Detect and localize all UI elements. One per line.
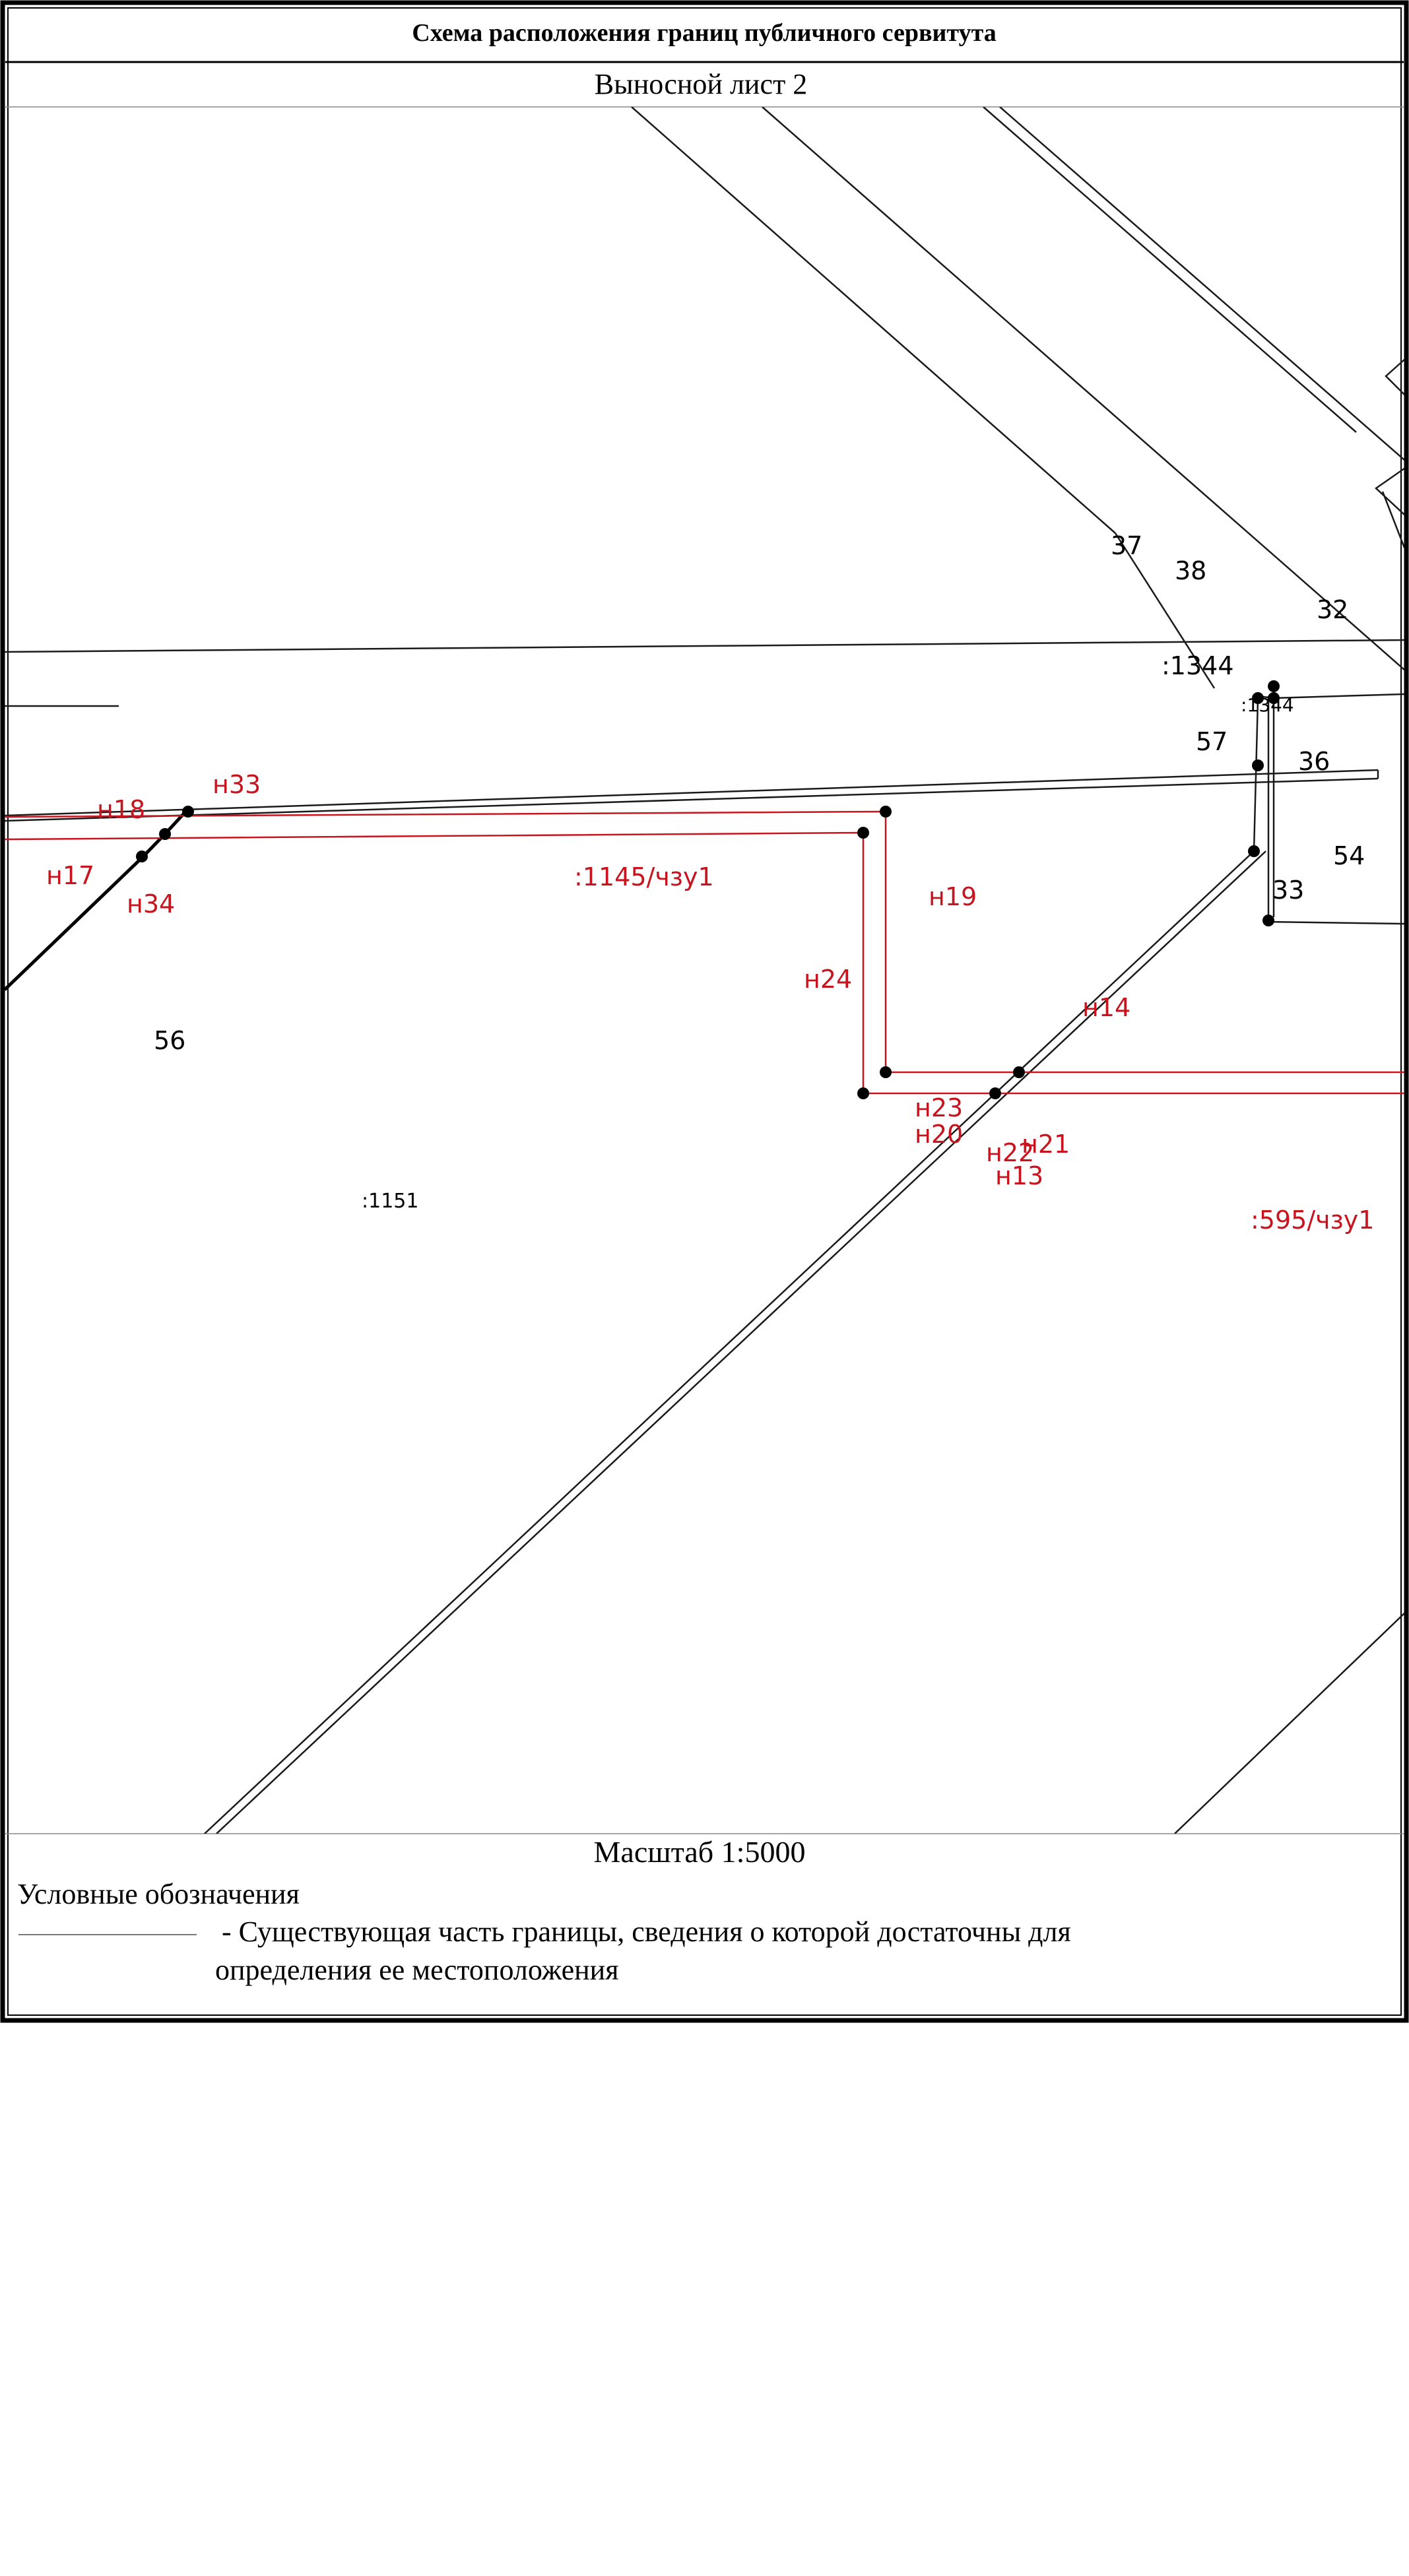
point-label: 38 bbox=[1175, 556, 1206, 585]
servitude-zone-label: :595/чзу1 bbox=[1251, 1206, 1374, 1235]
point-marker bbox=[1248, 845, 1260, 857]
point-label: н23 bbox=[915, 1093, 963, 1122]
parcel-label: :1151 bbox=[362, 1190, 418, 1213]
legend-item-description: - Существующая часть границы, сведения о… bbox=[222, 1916, 1071, 1948]
point-label: 33 bbox=[1272, 876, 1304, 905]
point-label: 57 bbox=[1196, 727, 1228, 756]
point-marker bbox=[1262, 915, 1274, 926]
point-label: 54 bbox=[1333, 841, 1365, 870]
point-label: н24 bbox=[804, 965, 852, 994]
point-marker bbox=[857, 1087, 869, 1099]
point-marker bbox=[182, 806, 194, 818]
parcel-number-label: 56 bbox=[154, 1026, 185, 1055]
point-marker bbox=[880, 1066, 892, 1078]
existing-boundaries bbox=[5, 107, 1404, 1834]
point-label: н19 bbox=[929, 882, 977, 911]
point-label: н14 bbox=[1082, 993, 1130, 1022]
point-label: н20 bbox=[915, 1120, 963, 1149]
point-marker bbox=[1252, 759, 1264, 771]
point-marker bbox=[1013, 1066, 1025, 1078]
map-scale: Масштаб 1:5000 bbox=[594, 1835, 806, 1869]
point-marker bbox=[136, 851, 148, 862]
point-marker bbox=[1252, 692, 1264, 704]
point-label: 36 bbox=[1298, 747, 1330, 776]
point-marker bbox=[989, 1087, 1001, 1099]
point-label: 37 bbox=[1111, 531, 1142, 560]
sheet-frame bbox=[0, 0, 1409, 2023]
existing-boundary-thick bbox=[5, 808, 189, 991]
point-marker bbox=[880, 806, 892, 818]
point-label: н33 bbox=[213, 770, 261, 799]
point-label: н18 bbox=[97, 795, 145, 824]
point-label: н13 bbox=[995, 1161, 1043, 1190]
page-title: Схема расположения границ публичного сер… bbox=[412, 19, 996, 47]
page-subtitle: Выносной лист 2 bbox=[595, 68, 807, 100]
point-label: 32 bbox=[1317, 595, 1348, 624]
point-label: н22 bbox=[986, 1138, 1034, 1167]
parcel-label: :1344 bbox=[1162, 651, 1234, 680]
boundary-points bbox=[136, 680, 1280, 1099]
point-label: н34 bbox=[127, 889, 175, 918]
point-marker bbox=[1268, 692, 1280, 704]
parcel-label: :1344 bbox=[1241, 694, 1294, 716]
point-marker bbox=[159, 828, 171, 840]
legend-item-description-continued: определения ее местоположения bbox=[215, 1954, 618, 1986]
point-marker bbox=[1268, 680, 1280, 692]
legend-title: Условные обозначения bbox=[17, 1878, 300, 1910]
point-label: н17 bbox=[46, 861, 94, 890]
servitude-boundaries bbox=[5, 810, 1404, 1095]
cadastral-map: 37 38 32 :1344 :1344 57 36 54 33 56 :115… bbox=[5, 107, 1404, 1834]
point-label: н21 bbox=[1022, 1130, 1070, 1159]
servitude-zone-label: :1145/чзу1 bbox=[574, 862, 714, 891]
point-marker bbox=[857, 827, 869, 839]
